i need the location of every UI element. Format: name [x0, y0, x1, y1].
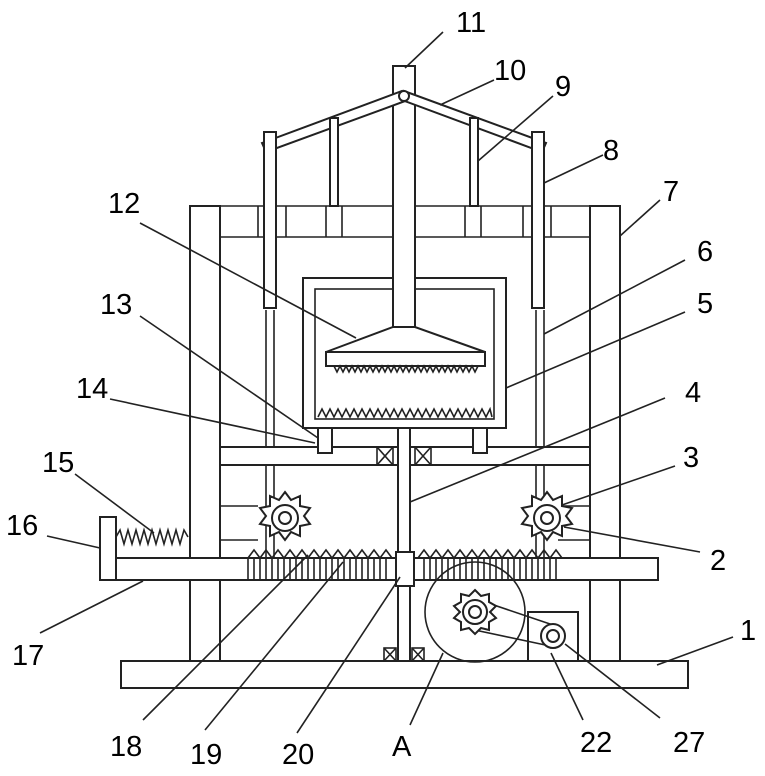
label-22: 22 — [580, 727, 612, 759]
label-17: 17 — [12, 640, 44, 672]
label-10: 10 — [494, 55, 526, 87]
label-2: 2 — [710, 545, 726, 577]
label-7: 7 — [663, 176, 679, 208]
label-1: 1 — [740, 615, 756, 647]
label-27: 27 — [673, 727, 705, 759]
label-4: 4 — [685, 377, 701, 409]
label-12: 12 — [108, 188, 140, 220]
label-6: 6 — [697, 236, 713, 268]
label-8: 8 — [603, 135, 619, 167]
label-13: 13 — [100, 289, 132, 321]
label-18: 18 — [110, 731, 142, 763]
label-9: 9 — [555, 71, 571, 103]
label-A: A — [392, 731, 412, 763]
rack-bar — [100, 517, 658, 580]
label-19: 19 — [190, 739, 222, 771]
label-11: 11 — [456, 7, 486, 39]
label-3: 3 — [683, 442, 699, 474]
label-16: 16 — [6, 510, 38, 542]
right-gear — [522, 492, 572, 540]
press-rod — [393, 90, 415, 328]
label-15: 15 — [42, 447, 74, 479]
vertical-shaft — [398, 428, 410, 661]
label-14: 14 — [76, 373, 108, 405]
label-20: 20 — [282, 739, 314, 771]
left-gear — [260, 492, 310, 540]
shaft-pinion — [396, 552, 414, 586]
label-5: 5 — [697, 288, 713, 320]
